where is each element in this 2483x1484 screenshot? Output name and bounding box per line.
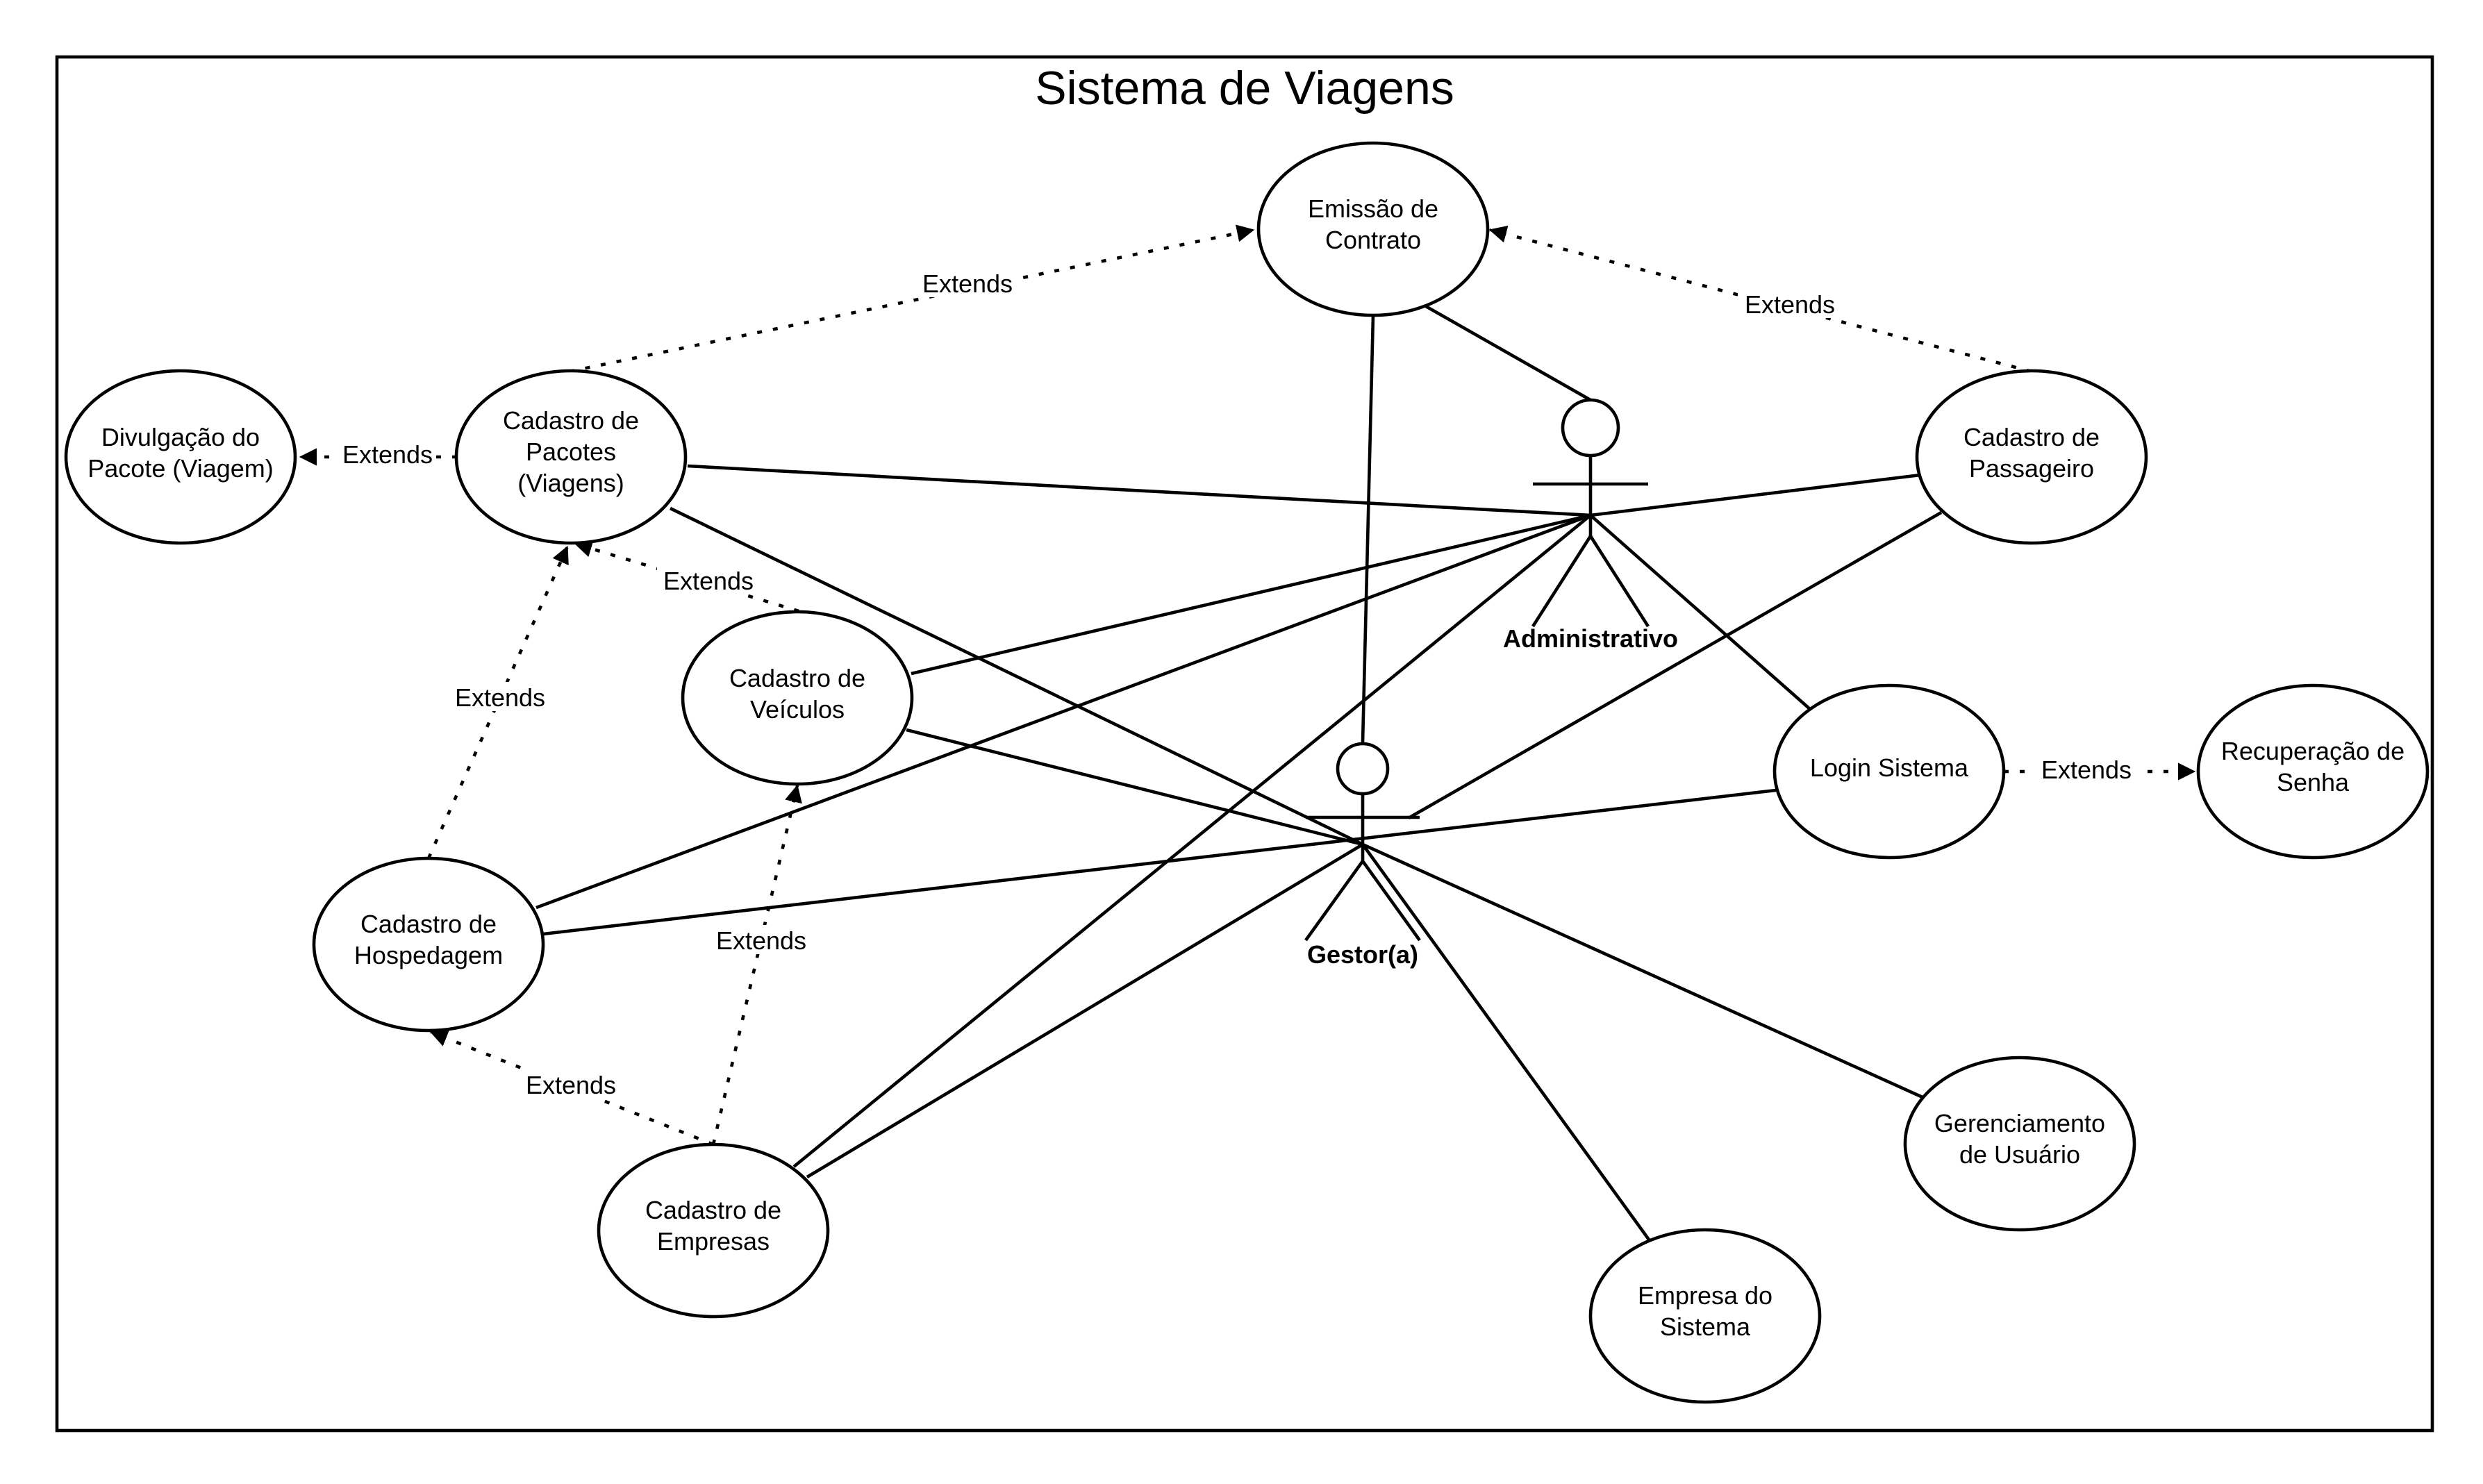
assoc-gestor-pacotes: [669, 506, 1364, 847]
assoc-admin-hospedagem: [535, 513, 1591, 910]
actor-right-leg: [1589, 535, 1650, 628]
use-case-label: Emissão de: [1308, 194, 1438, 223]
system-title: Sistema de Viagens: [1035, 62, 1454, 115]
actor-name-gestor: Gestor(a): [1307, 940, 1418, 969]
use-case-label: Pacote (Viagem): [88, 454, 273, 483]
actor-left-leg: [1304, 860, 1364, 942]
extends-passageiro-emissao: [1488, 225, 2032, 374]
use-case-label: (Viagens): [517, 469, 624, 497]
use-case-label: Cadastro de: [503, 406, 639, 435]
use-case-label: Gerenciamento: [1934, 1109, 2105, 1137]
assoc-admin-veiculos: [911, 513, 1591, 676]
use-case-label: Passageiro: [1969, 454, 2094, 483]
use-case-label: Empresas: [657, 1227, 770, 1256]
use-case-gerenciamento-de-usuario[interactable]: Gerenciamento de Usuário: [1903, 1056, 2136, 1232]
use-cases: Emissão de Contrato Divulgação do Pacote…: [64, 141, 2430, 1404]
actor-administrativo[interactable]: Administrativo: [1503, 398, 1678, 653]
extends-veiculos-pacotes: [574, 540, 799, 613]
actor-head: [1561, 398, 1620, 458]
use-case-label: Login Sistema: [1810, 753, 1969, 782]
extends-label: Extends: [663, 567, 754, 595]
assoc-admin-pacotes: [687, 464, 1591, 517]
assoc-gestor-passageiro: [1407, 511, 1943, 819]
assoc-admin-passageiro: [1590, 473, 1921, 517]
assoc-admin-empresas: [792, 514, 1592, 1168]
use-case-label: Cadastro de: [1963, 423, 2100, 451]
extends-label: Extends: [455, 683, 545, 712]
actor-gestor[interactable]: Gestor(a): [1304, 742, 1421, 969]
use-case-cadastro-de-empresas[interactable]: Cadastro de Empresas: [597, 1142, 830, 1319]
actor-head: [1336, 742, 1390, 796]
extends-pacotes-emissao: [569, 224, 1255, 374]
use-case-label: Pacotes: [526, 437, 616, 466]
extends-label: Extends: [1745, 290, 1835, 319]
use-case-label: Cadastro de: [645, 1196, 781, 1224]
extends-labels: Extends Extends Extends Extends Extends …: [339, 268, 2138, 1099]
assoc-admin-login: [1589, 514, 1812, 711]
use-case-cadastro-de-pacotes[interactable]: Cadastro de Pacotes (Viagens): [454, 369, 688, 545]
use-case-label: Contrato: [1325, 226, 1421, 254]
actor-name-administrativo: Administrativo: [1503, 624, 1678, 653]
extends-label: Extends: [526, 1071, 616, 1099]
use-case-label: Cadastro de: [729, 664, 865, 692]
use-case-label: Cadastro de: [360, 910, 497, 938]
actor-right-leg: [1361, 860, 1421, 942]
extends-empresas-veiculos: [711, 784, 802, 1145]
assoc-gestor-gerenciamento: [1362, 842, 1923, 1099]
use-case-label: Sistema: [1660, 1312, 1751, 1341]
extends-relations: [299, 224, 2196, 1147]
use-case-empresa-do-sistema[interactable]: Empresa do Sistema: [1588, 1228, 1822, 1404]
assoc-gestor-emissao: [1361, 315, 1375, 743]
use-case-label: Senha: [2277, 768, 2350, 797]
extends-label: Extends: [2041, 756, 2132, 784]
assoc-admin-emissao: [1423, 304, 1592, 401]
extends-empresas-hospedagem: [429, 1030, 714, 1147]
use-case-label: Veículos: [750, 695, 845, 724]
use-case-label: Divulgação do: [101, 423, 260, 451]
associations: [535, 304, 1943, 1241]
use-case-label: Recuperação de: [2221, 737, 2405, 765]
use-case-emissao-de-contrato[interactable]: Emissão de Contrato: [1256, 141, 1490, 317]
use-case-cadastro-de-hospedagem[interactable]: Cadastro de Hospedagem: [312, 856, 545, 1033]
use-case-login-sistema[interactable]: Login Sistema: [1772, 683, 2006, 860]
use-case-divulgacao-do-pacote[interactable]: Divulgação do Pacote (Viagem): [64, 369, 297, 545]
use-case-label: Empresa do: [1638, 1281, 1772, 1310]
extends-label: Extends: [716, 926, 806, 955]
assoc-gestor-empresas: [806, 843, 1364, 1178]
assoc-gestor-login: [542, 788, 1777, 936]
actor-left-leg: [1531, 535, 1592, 628]
use-case-cadastro-de-veiculos[interactable]: Cadastro de Veículos: [681, 610, 914, 786]
assoc-gestor-veiculos: [906, 728, 1363, 847]
use-case-label: de Usuário: [1959, 1140, 2080, 1169]
use-case-recuperacao-de-senha[interactable]: Recuperação de Senha: [2196, 683, 2430, 860]
extends-label: Extends: [342, 440, 433, 469]
use-case-label: Hospedagem: [354, 941, 503, 969]
use-case-cadastro-de-passageiro[interactable]: Cadastro de Passageiro: [1915, 369, 2148, 545]
assoc-gestor-empresa-sistema: [1361, 843, 1650, 1241]
extends-label: Extends: [922, 269, 1013, 298]
system-boundary: [55, 55, 2434, 1433]
